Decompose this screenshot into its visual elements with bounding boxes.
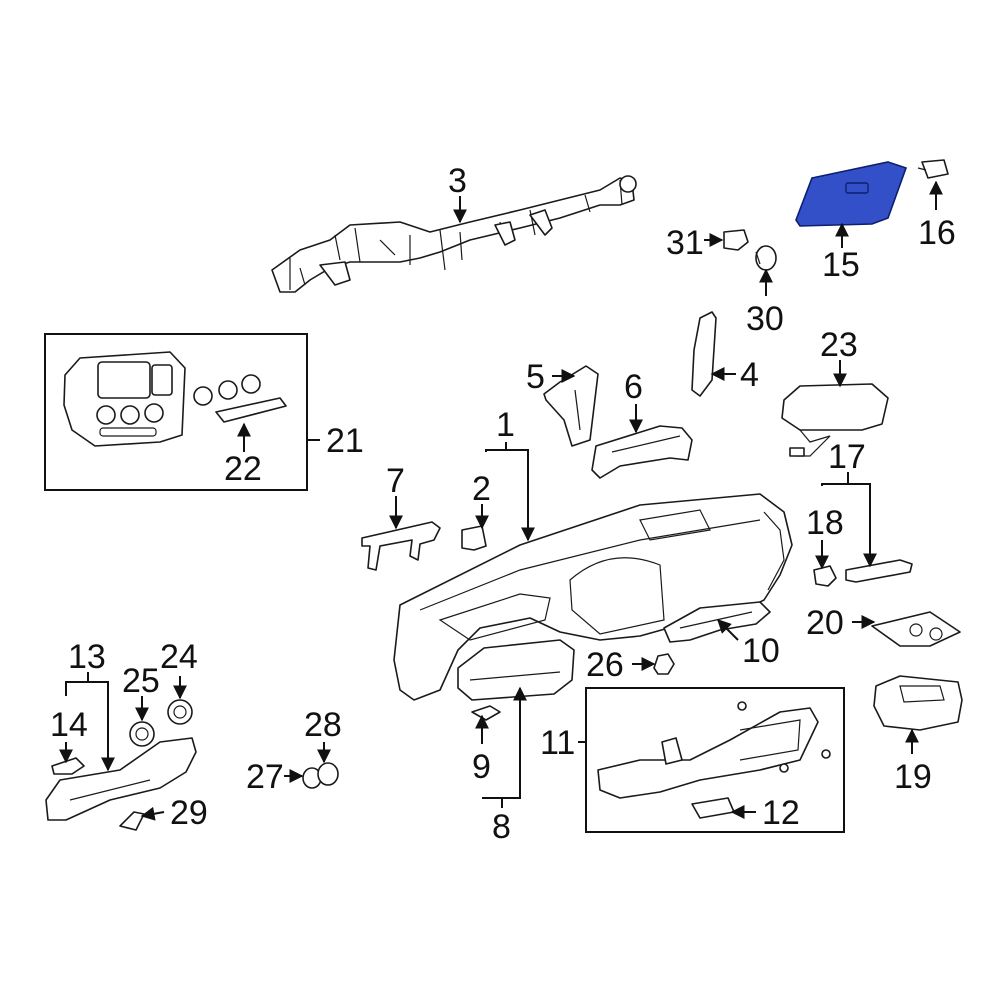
callout-5: 5 <box>526 358 545 396</box>
plate-29-part[interactable] <box>119 811 145 831</box>
callout-18: 18 <box>806 504 844 542</box>
cross-car-beam-part[interactable] <box>271 175 637 293</box>
callout-16: 16 <box>918 214 956 252</box>
callout-28: 28 <box>304 706 342 744</box>
callout-3: 3 <box>448 162 467 200</box>
lower-panel-part[interactable] <box>597 701 831 819</box>
airbag-part[interactable] <box>781 383 889 457</box>
callout-24: 24 <box>160 638 198 676</box>
callout-6: 6 <box>624 368 643 406</box>
callout-2: 2 <box>472 470 491 508</box>
callout-19: 19 <box>894 758 932 796</box>
duct-part[interactable] <box>663 601 771 643</box>
callout-4: 4 <box>740 356 759 394</box>
leader-lines <box>59 180 943 821</box>
bracket-14-part[interactable] <box>51 757 85 775</box>
center-bezel-part[interactable] <box>63 351 186 447</box>
retainer-26-part[interactable] <box>653 653 675 675</box>
bracket-20-part[interactable] <box>871 611 961 647</box>
switch-28-part[interactable] <box>317 762 339 786</box>
callout-26: 26 <box>586 646 624 684</box>
callout-9: 9 <box>472 748 491 786</box>
glove-box-lock-part[interactable] <box>917 159 949 179</box>
bracket-4-part[interactable] <box>691 311 717 397</box>
clip-2-part[interactable] <box>461 525 487 551</box>
callout-17: 17 <box>828 438 866 476</box>
bracket-6-part[interactable] <box>591 425 693 479</box>
bracket-7-part[interactable] <box>361 521 441 571</box>
callout-10: 10 <box>742 632 780 670</box>
cover-24-part[interactable] <box>167 699 193 725</box>
callout-20: 20 <box>806 604 844 642</box>
callout-29: 29 <box>170 794 208 832</box>
callout-11: 11 <box>540 724 575 762</box>
lower-finish-panel-part[interactable] <box>45 737 197 821</box>
callout-1: 1 <box>496 406 515 444</box>
callout-30: 30 <box>746 300 784 338</box>
switch-part[interactable] <box>723 229 749 251</box>
stopper-18-part[interactable] <box>813 565 837 587</box>
knob-part[interactable] <box>755 245 777 271</box>
callout-31: 31 <box>666 224 704 262</box>
glove-compartment-support-part[interactable] <box>845 559 913 583</box>
clip-9-part[interactable] <box>471 705 501 721</box>
glove-box-19-part[interactable] <box>873 675 963 731</box>
callout-23: 23 <box>820 326 858 364</box>
callout-21: 21 <box>326 422 364 460</box>
callout-27: 27 <box>246 758 284 796</box>
callout-12: 12 <box>762 794 800 832</box>
callout-13: 13 <box>68 638 106 676</box>
instrument-panel-part[interactable] <box>393 493 793 701</box>
callout-25: 25 <box>122 662 160 700</box>
bezel-25-part[interactable] <box>129 721 155 747</box>
lower-panel-box <box>585 687 845 833</box>
callout-22: 22 <box>224 450 262 488</box>
callout-labels: 3 31 30 15 16 21 22 5 4 6 23 1 2 7 17 18… <box>50 162 956 846</box>
bracket-5-part[interactable] <box>543 365 599 447</box>
cluster-hood-part[interactable] <box>457 639 575 701</box>
callout-15: 15 <box>822 246 860 284</box>
callout-8: 8 <box>492 808 511 846</box>
bezel-box <box>44 333 308 491</box>
glove-box-door-part[interactable] <box>795 161 908 227</box>
knob-set-part[interactable] <box>193 374 287 423</box>
callout-14: 14 <box>50 706 88 744</box>
callout-7: 7 <box>386 462 405 500</box>
